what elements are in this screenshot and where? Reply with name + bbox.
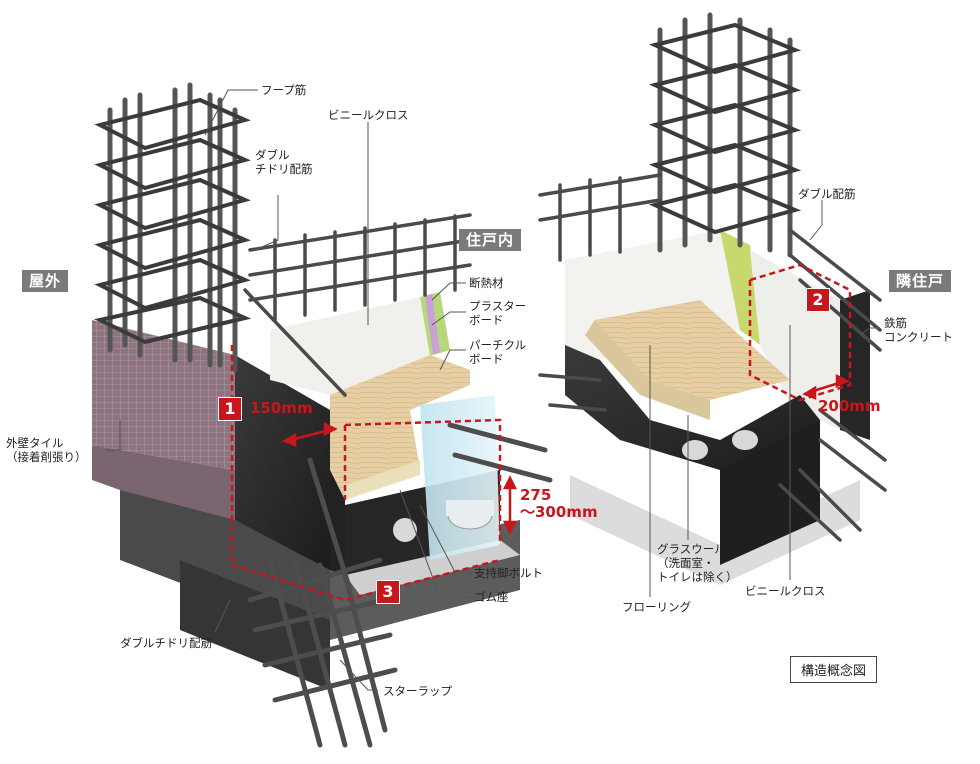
label-hoop: フープ筋 <box>261 83 307 97</box>
label-double-staggered-bottom: ダブルチドリ配筋 <box>120 636 212 650</box>
dimension-150: 150mm <box>250 399 313 417</box>
dimension-200: 200mm <box>818 397 881 415</box>
label-flooring: フローリング <box>622 600 691 614</box>
plaster-board-layer <box>425 294 440 354</box>
label-rubber-seat: ゴム座 <box>474 590 509 604</box>
left-dimension-arrows <box>282 421 518 535</box>
marker-1: 1 <box>218 397 242 421</box>
left-floor-finish <box>330 355 470 500</box>
label-vinyl-cross-right: ビニールクロス <box>745 584 826 598</box>
tag-outside: 屋外 <box>22 270 69 292</box>
marker-3: 3 <box>376 580 400 604</box>
label-support-bolt: 支持脚ボルト <box>474 566 543 580</box>
marker-2: 2 <box>806 288 830 312</box>
right-wall-concrete <box>840 290 870 440</box>
label-exterior-tile: 外壁タイル （接着剤張り） <box>6 436 87 464</box>
right-dashed-guides <box>748 263 852 402</box>
right-dimension-arrow <box>802 373 850 400</box>
right-slab-bottom <box>570 475 860 585</box>
left-base-slab-front <box>120 470 330 640</box>
label-glass-wool: グラスウール （洗面室・ トイレは除く） <box>657 542 738 584</box>
right-column-hoops <box>648 22 802 235</box>
left-beam-front <box>235 355 330 570</box>
dimension-275-300: 275 ～300mm <box>520 486 598 521</box>
label-vinyl-cross-top: ビニールクロス <box>328 108 409 122</box>
tag-neighbor: 隣住戸 <box>889 270 952 292</box>
sleeve-hole <box>393 518 417 542</box>
left-particle-board <box>345 460 420 500</box>
label-insulation: 断熱材 <box>469 276 504 290</box>
label-double-rebar: ダブル配筋 <box>798 187 856 201</box>
diagram-legend: 構造概念図 <box>790 656 878 683</box>
right-floor-finish <box>595 300 790 400</box>
left-column-hoops <box>93 97 252 345</box>
leader-lines <box>105 89 880 691</box>
label-stirrup: スターラップ <box>383 684 452 698</box>
left-interior-wall <box>270 295 430 395</box>
left-wall-rebar <box>243 213 472 397</box>
label-double-staggered: ダブル チドリ配筋 <box>255 148 313 176</box>
exterior-tile-wall-lower <box>92 445 235 520</box>
exterior-tile-wall <box>92 320 235 470</box>
label-rc: 鉄筋 コンクリート <box>884 316 953 344</box>
label-particle-board: パーチクル ボード <box>469 338 527 366</box>
left-dashed-guides <box>230 345 502 602</box>
tag-inside: 住戸内 <box>459 229 522 251</box>
right-block <box>538 12 887 585</box>
label-plaster-board: プラスター ボード <box>469 299 527 327</box>
